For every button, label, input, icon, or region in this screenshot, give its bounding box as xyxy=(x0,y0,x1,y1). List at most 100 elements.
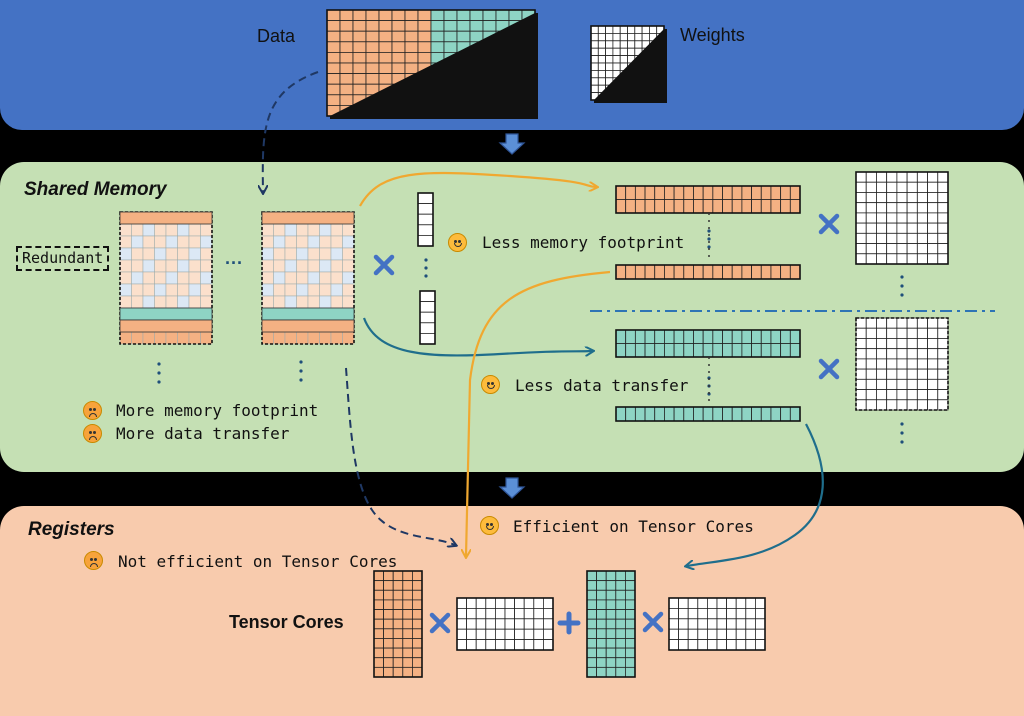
grid-cell xyxy=(417,234,434,247)
grid-cell xyxy=(876,192,888,204)
grid-cell xyxy=(330,247,343,261)
grid-cell xyxy=(392,628,404,639)
grid-cell xyxy=(365,73,380,85)
grid-cell xyxy=(886,243,898,255)
grid-cell xyxy=(417,9,432,22)
grid-cell xyxy=(619,40,628,49)
grid-cell xyxy=(780,406,791,422)
grid-cell xyxy=(402,628,413,639)
grid-cell xyxy=(200,223,213,237)
grid-cell xyxy=(352,41,367,53)
grid-cell xyxy=(339,20,354,32)
grid-cell xyxy=(177,247,190,261)
grid-cell xyxy=(745,628,756,641)
grid-shadow xyxy=(594,29,667,103)
grid-cell xyxy=(906,368,918,380)
grid-cell xyxy=(261,331,274,345)
grid-cell xyxy=(165,271,178,285)
grid-cell xyxy=(605,609,617,620)
grid-cell xyxy=(634,264,646,280)
down-arrow-icon xyxy=(498,133,526,155)
grid-cell xyxy=(586,618,598,630)
grid-cell xyxy=(378,9,393,22)
grid-cell xyxy=(615,599,626,610)
grid-cell xyxy=(200,283,213,297)
grid-cell xyxy=(668,639,680,651)
grid-cell xyxy=(937,327,949,339)
grid-cell xyxy=(876,327,888,339)
grid-cell xyxy=(707,618,718,630)
grid-cell xyxy=(664,329,675,344)
grid-cell xyxy=(504,608,516,620)
grid-cell xyxy=(886,181,898,193)
grid-cell xyxy=(615,343,627,358)
orange-row-strip-thin xyxy=(615,264,801,280)
grid-cell xyxy=(687,597,699,609)
grid-cell xyxy=(896,368,908,380)
vertical-ellipsis xyxy=(900,275,904,297)
grid-cell xyxy=(430,9,445,22)
grid-cell xyxy=(590,25,599,34)
grid-cell xyxy=(482,9,497,22)
grid-cell xyxy=(319,331,332,345)
grid-cell xyxy=(430,41,445,53)
grid-cell xyxy=(523,608,535,620)
orange-band xyxy=(119,319,213,333)
grid-cell xyxy=(683,343,694,358)
grid-cell xyxy=(296,283,309,297)
grid-cell xyxy=(927,368,939,380)
grid-cell xyxy=(605,628,617,639)
grid-cell xyxy=(789,406,801,422)
grid-cell xyxy=(789,329,801,344)
grid-cell xyxy=(284,223,297,237)
grid-cell xyxy=(273,331,286,345)
grid-border xyxy=(855,317,949,411)
orange-band xyxy=(261,211,355,225)
grid-cell xyxy=(625,570,636,582)
grid-cell xyxy=(927,317,939,329)
grid-cell xyxy=(735,608,747,620)
grid-cell xyxy=(466,597,477,609)
grid-cell xyxy=(596,580,607,591)
grid-cell xyxy=(726,597,737,609)
grid-cell xyxy=(937,348,949,360)
grid-cell xyxy=(177,259,190,273)
grid-cell xyxy=(896,317,908,329)
grid-cell xyxy=(590,62,599,71)
multiply-icon xyxy=(818,358,840,380)
grid-cell xyxy=(177,271,190,285)
grid-cell xyxy=(697,608,708,620)
grid-cell xyxy=(927,338,939,350)
grid-cell xyxy=(644,406,656,422)
grid-cell xyxy=(605,638,617,649)
grid-cell xyxy=(906,389,918,401)
grid-cell xyxy=(383,609,394,620)
grid-cell xyxy=(392,647,404,659)
grid-cell xyxy=(612,62,621,71)
register-teal-matrix xyxy=(586,570,636,678)
grid-cell xyxy=(411,666,423,678)
grid-cell xyxy=(296,331,309,345)
grid-cell xyxy=(342,283,355,297)
grid-cell xyxy=(634,33,643,42)
grid-cell xyxy=(906,378,918,390)
grid-cell xyxy=(154,283,167,297)
grid-cell xyxy=(906,202,918,214)
grid-cell xyxy=(886,317,898,329)
grid-cell xyxy=(404,52,419,64)
orange-row-strip xyxy=(615,185,801,214)
grid-cell xyxy=(865,317,877,329)
grid-cell xyxy=(627,40,636,49)
grid-cell xyxy=(937,399,949,411)
less-memory-note: Less memory footprint xyxy=(482,233,685,252)
grid-cell xyxy=(597,70,606,79)
orange-to-registers-arrow xyxy=(466,270,611,556)
grid-cell xyxy=(855,378,867,390)
grid-cell xyxy=(188,271,201,285)
grid-cell xyxy=(342,295,355,309)
grid-cell xyxy=(716,628,728,641)
grid-cell xyxy=(654,185,665,200)
grid-border xyxy=(615,406,801,422)
grid-cell xyxy=(625,199,636,214)
